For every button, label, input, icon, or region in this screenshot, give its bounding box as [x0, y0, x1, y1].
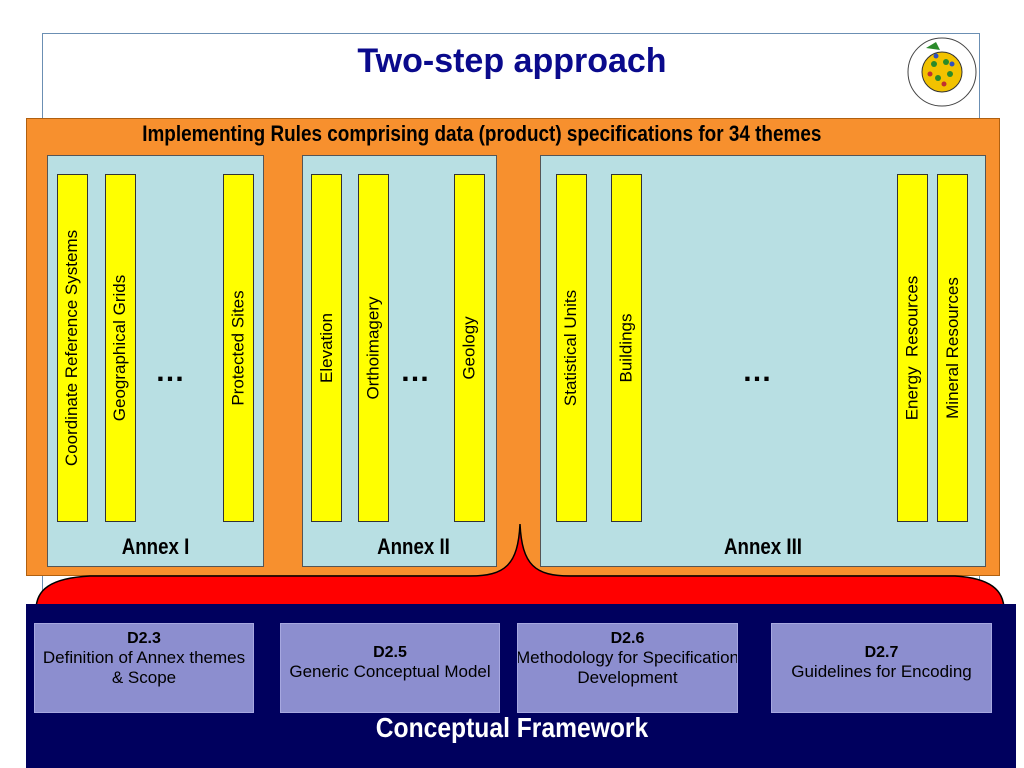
theme-mineral-resources: Mineral Resources: [937, 174, 968, 522]
theme-energy-resources: Energy Resources: [897, 174, 928, 522]
theme-buildings: Buildings: [611, 174, 642, 522]
implementing-rules-title: Implementing Rules comprising data (prod…: [142, 121, 822, 146]
theme-geology: Geology: [454, 174, 485, 522]
theme-statistical-units: Statistical Units: [556, 174, 587, 522]
theme-elevation: Elevation: [311, 174, 342, 522]
annex-2-label: Annex II: [377, 534, 450, 559]
annex-1-ellipsis: …: [155, 355, 185, 388]
conceptual-framework-title: Conceptual Framework: [375, 712, 649, 743]
deliverable-d2-5: D2.5 Generic Conceptual Model: [280, 623, 500, 713]
red-brace: [35, 523, 1005, 620]
theme-orthoimagery: Orthoimagery: [358, 174, 389, 522]
annex-3-ellipsis: …: [742, 355, 772, 388]
annex-2-ellipsis: …: [400, 355, 430, 388]
slide-title: Two-step approach: [357, 42, 667, 80]
deliverable-d2-6: D2.6 Methodology for Specification Devel…: [517, 623, 738, 713]
annex-1-label: Annex I: [121, 534, 190, 559]
theme-protected-sites: Protected Sites: [223, 174, 254, 522]
theme-geographical-grids: Geographical Grids: [105, 174, 136, 522]
deliverable-d2-3: D2.3 Definition of Annex themes & Scope: [34, 623, 254, 713]
theme-coordinate-reference-systems: Coordinate Reference Systems: [57, 174, 88, 522]
annex-3-label: Annex III: [724, 534, 802, 559]
deliverable-d2-7: D2.7 Guidelines for Encoding: [771, 623, 992, 713]
inspire-logo: [907, 37, 977, 107]
